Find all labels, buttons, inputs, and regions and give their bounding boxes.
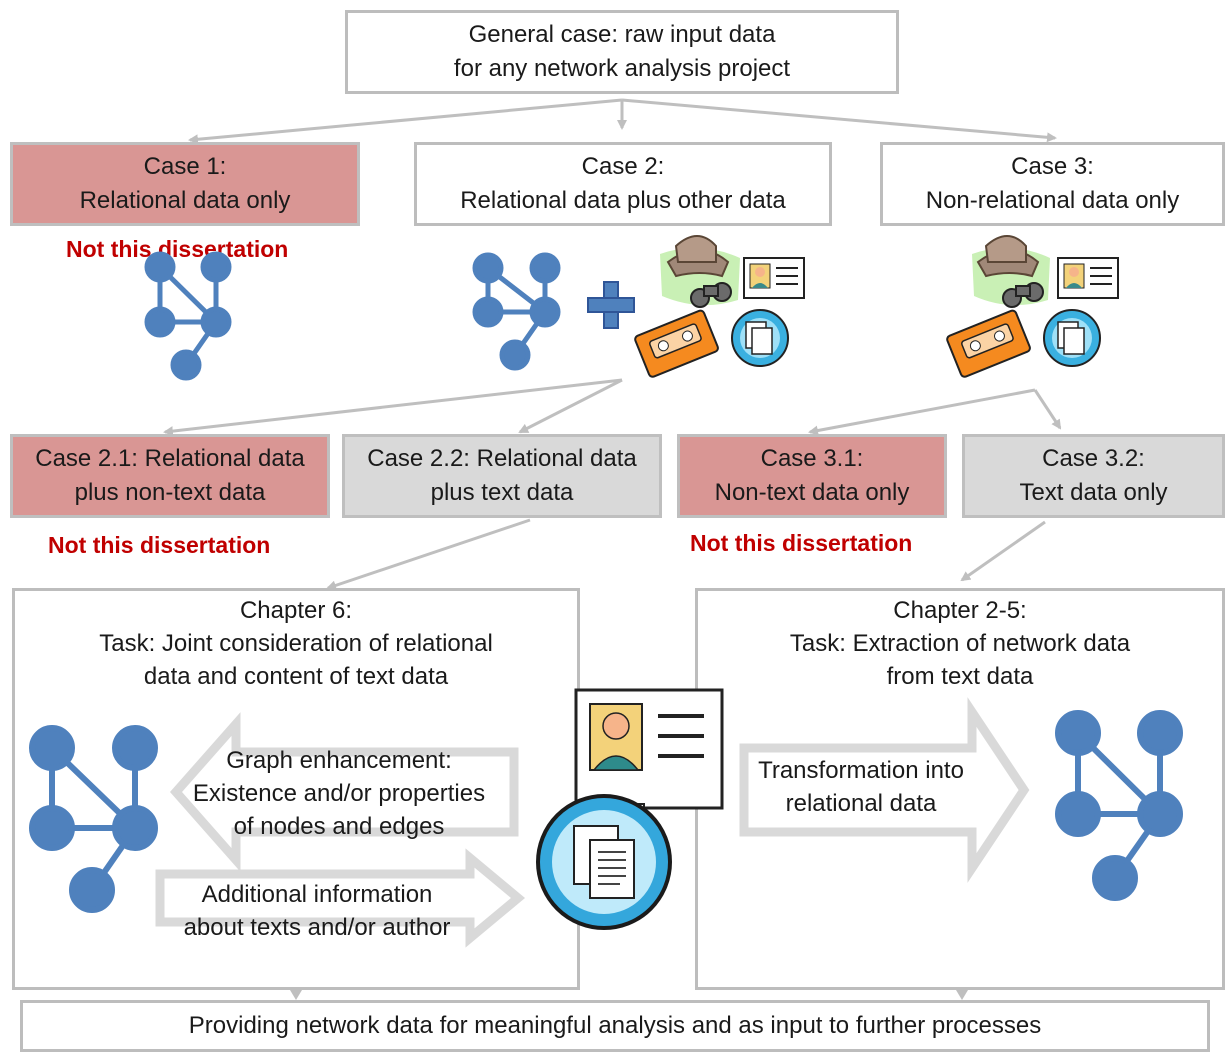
arrow-case2-case22 — [518, 378, 623, 434]
documents-icon — [1043, 309, 1101, 367]
arrow-general-case3 — [621, 98, 1057, 143]
case3-box: Case 3: Non-relational data only — [880, 142, 1225, 226]
id-card-icon — [743, 257, 805, 299]
case22-box: Case 2.2: Relational data plus text data — [342, 434, 662, 518]
additional-info-line1: Additional information — [201, 881, 433, 908]
case3-subtitle: Non-relational data only — [925, 187, 1180, 214]
not-this-dissertation-note-3: Not this dissertation — [690, 530, 913, 556]
graph-enhancement-line3: of nodes and edges — [233, 813, 445, 840]
arrow-general-case1 — [188, 98, 623, 145]
general-case-line2: for any network analysis project — [453, 55, 791, 82]
documents-icon — [731, 309, 789, 367]
id-card-icon — [1057, 257, 1119, 299]
cassette-tape-icon — [634, 309, 719, 378]
case2-title: Case 2: — [581, 153, 665, 180]
chapter25-title: Chapter 2-5: Task: Extraction of network… — [697, 594, 1223, 693]
explorer-hat-icon — [666, 235, 730, 278]
plus-icon — [587, 281, 635, 329]
network-graph-icon — [472, 252, 561, 371]
arrow-case2-case21 — [163, 378, 623, 437]
chapter6-title: Chapter 6: Task: Joint consideration of … — [14, 594, 578, 693]
chapter6-title-line2: Task: Joint consideration of relational — [99, 630, 493, 657]
case32-box: Case 3.2: Text data only — [962, 434, 1225, 518]
bottom-text: Providing network data for meaningful an… — [188, 1012, 1042, 1039]
cassette-tape-icon — [946, 309, 1031, 378]
graph-enhancement-line1: Graph enhancement: — [226, 747, 452, 774]
arrowhead-ch6-bottom — [290, 990, 302, 1000]
case21-line1: Case 2.1: Relational data — [35, 445, 305, 472]
general-case-line1: General case: raw input data — [468, 21, 776, 48]
case22-line2: plus text data — [430, 479, 574, 506]
arrow-lines — [163, 98, 1062, 591]
case1-title: Case 1: — [143, 153, 227, 180]
id-card-icon — [574, 688, 724, 821]
chapter25-title-line1: Chapter 2-5: — [893, 597, 1027, 624]
not-this-dissertation-note-2: Not this dissertation — [48, 532, 271, 558]
clipart-group-case2 — [634, 235, 805, 378]
network-graph-icon — [144, 251, 232, 381]
arrow-case22-ch6 — [326, 518, 531, 591]
binoculars-icon — [690, 282, 732, 308]
general-case-box: General case: raw input data for any net… — [345, 10, 899, 94]
case31-line1: Case 3.1: — [760, 445, 864, 472]
case2-subtitle: Relational data plus other data — [460, 187, 786, 214]
explorer-hat-icon — [976, 235, 1040, 278]
case32-line1: Case 3.2: — [1042, 445, 1145, 472]
arrow-case32-ch25 — [960, 520, 1046, 582]
documents-icon — [536, 794, 672, 930]
transformation-line1: Transformation into — [758, 757, 964, 784]
chapter6-title-line3: data and content of text data — [143, 663, 449, 690]
arrow-case3-case31 — [808, 388, 1036, 436]
case31-line2: Non-text data only — [714, 479, 910, 506]
case21-box: Case 2.1: Relational data plus non-text … — [10, 434, 330, 518]
case21-line2: plus non-text data — [74, 479, 266, 506]
additional-info-arrow — [155, 848, 526, 948]
clipart-group-case3 — [946, 235, 1119, 378]
chapter25-title-line3: from text data — [886, 663, 1034, 690]
additional-info-text: Additional information about texts and/o… — [164, 878, 470, 944]
case22-line1: Case 2.2: Relational data — [367, 445, 637, 472]
transformation-text: Transformation into relational data — [748, 754, 974, 820]
graph-enhancement-text: Graph enhancement: Existence and/or prop… — [176, 744, 502, 843]
graph-enhancement-line2: Existence and/or properties — [192, 780, 486, 807]
transformation-arrow — [739, 697, 1030, 883]
additional-info-line2: about texts and/or author — [183, 914, 451, 941]
arrowhead-ch25-bottom — [956, 990, 968, 1000]
chapter6-title-line1: Chapter 6: — [239, 597, 353, 624]
case32-line2: Text data only — [1019, 479, 1168, 506]
not-this-dissertation-note-1: Not this dissertation — [66, 236, 289, 262]
transformation-line2: relational data — [785, 790, 937, 817]
network-graph-icon — [29, 725, 158, 913]
case2-box: Case 2: Relational data plus other data — [414, 142, 832, 226]
case1-box: Case 1: Relational data only — [10, 142, 360, 226]
chapter25-title-line2: Task: Extraction of network data — [789, 630, 1131, 657]
case31-box: Case 3.1: Non-text data only — [677, 434, 947, 518]
graph-enhancement-arrow — [169, 712, 519, 872]
case3-title: Case 3: — [1011, 153, 1094, 180]
binoculars-icon — [1002, 282, 1044, 308]
bottom-box: Providing network data for meaningful an… — [20, 1000, 1210, 1052]
arrow-case3-case32 — [1033, 389, 1062, 430]
case1-subtitle: Relational data only — [79, 187, 291, 214]
network-graph-icon — [1055, 710, 1183, 901]
